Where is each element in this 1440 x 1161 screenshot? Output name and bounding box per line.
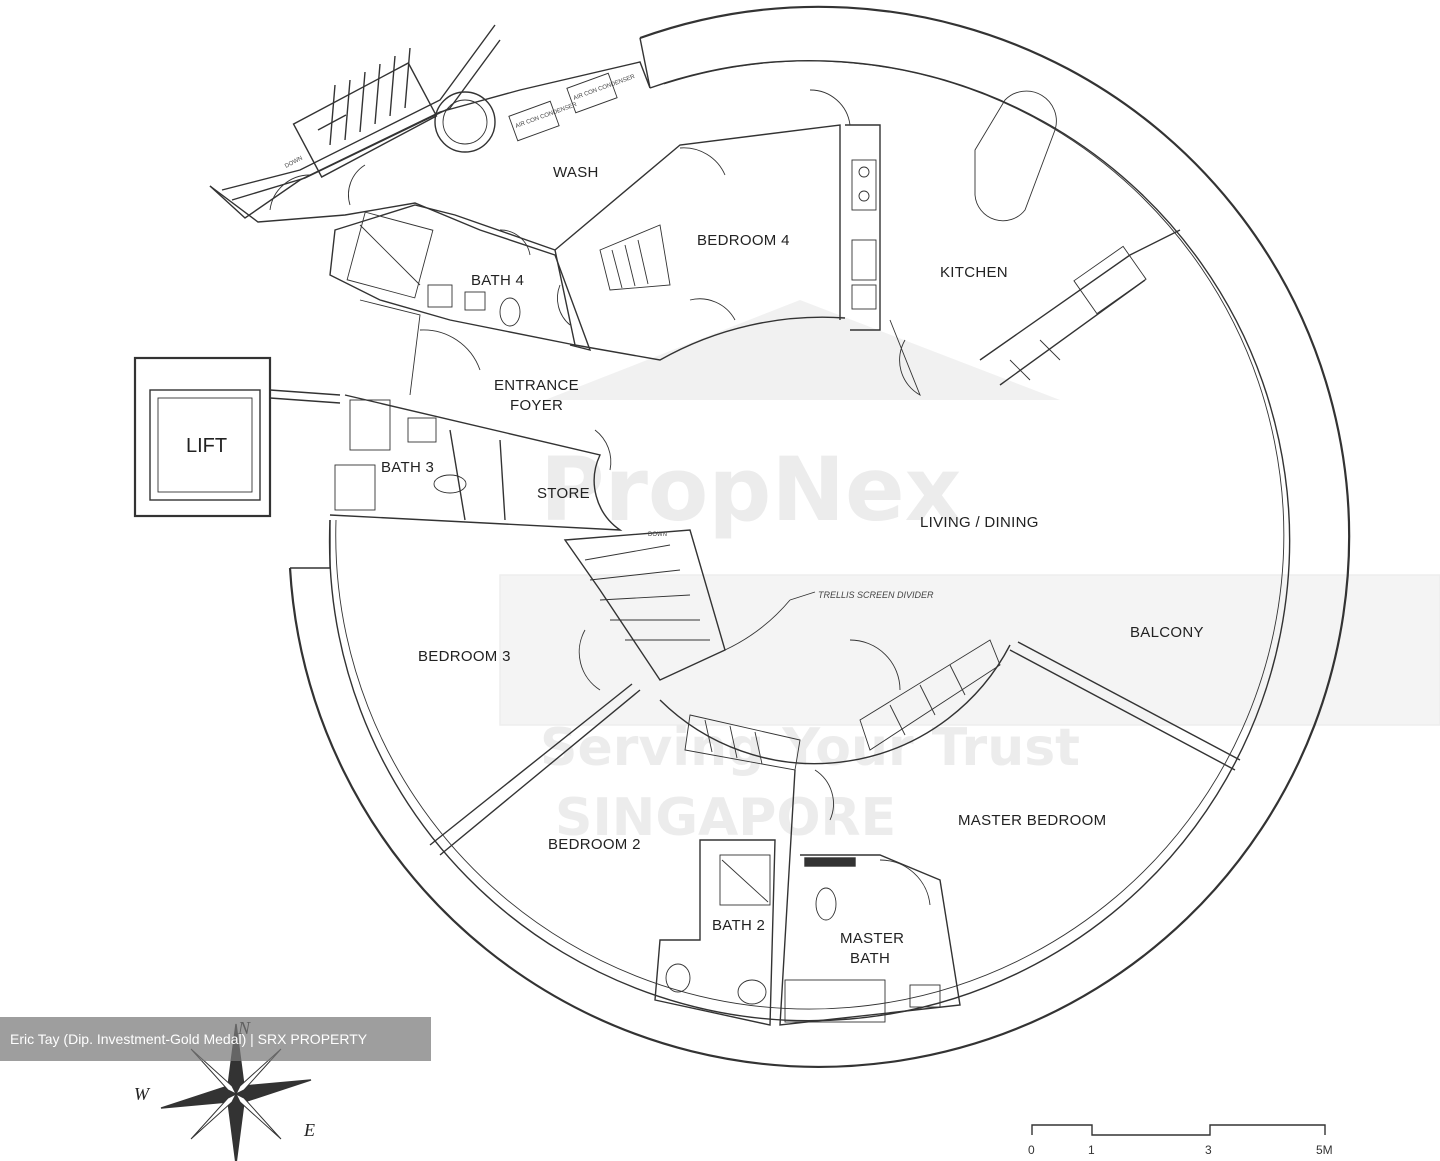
foyer-walls [329,299,623,531]
lift-block: LIFT [133,356,341,518]
wash-label: WASH [553,164,599,181]
bath2-label: BATH 2 [712,917,765,934]
bedroom3-label: BEDROOM 3 [418,648,511,665]
credit-bar: Eric Tay (Dip. Investment-Gold Medal) | … [0,1017,431,1061]
scale-tick-5m: 5M [1316,1143,1333,1157]
master-bath-label-1: MASTER [840,930,904,947]
scale-tick-1: 1 [1088,1143,1095,1157]
entrance-foyer-label-2: FOYER [510,397,563,414]
compass-west: W [134,1084,151,1104]
stair-down-label: DOWN [284,156,304,170]
bedroom-walls [429,629,1241,856]
entrance-foyer-label-1: ENTRANCE [494,377,579,394]
watermark-tagline: Serving Your Trust [540,718,1080,778]
room-labels: WASH BEDROOM 4 KITCHEN BATH 4 ENTRANCE F… [381,164,1204,967]
lift-label: LIFT [186,435,227,457]
baths-south [654,769,961,1026]
bedroom4-label: BEDROOM 4 [697,232,790,249]
bath4-label: BATH 4 [471,272,524,289]
aircon-label-2: AIR CON CONDENSER [573,74,637,102]
watermark-country: SINGAPORE [555,788,896,848]
scale-tick-0: 0 [1028,1143,1035,1157]
balcony-label: BALCONY [1130,624,1204,641]
service-wing: DOWN AIR CON CONDENSER AIR CON CONDENSER [209,24,651,352]
bath3-label: BATH 3 [381,459,434,476]
scale-bar: 0 1 3 5M [1028,1124,1333,1157]
store-label: STORE [537,485,590,502]
master-bath-label-2: BATH [850,950,890,967]
living-dining-label: LIVING / DINING [920,514,1039,531]
compass-east: E [303,1120,315,1140]
master-bedroom-label: MASTER BEDROOM [958,812,1106,829]
inner-stair-down-label: DOWN [648,532,667,538]
bedroom2-label: BEDROOM 2 [548,836,641,853]
bath4-fixtures [329,204,576,346]
inner-stair: DOWN TRELLIS SCREEN DIVIDER [563,529,934,681]
bedroom4-walls [554,89,851,361]
watermark-brand: PropNex [540,438,961,541]
kitchen-fixtures [845,90,1181,397]
kitchen-label: KITCHEN [940,264,1008,281]
aircon-label-1: AIR CON CONDENSER [515,102,579,130]
scale-tick-3: 3 [1205,1143,1212,1157]
watermark: PropNex Serving Your Trust SINGAPORE [499,300,1440,848]
outer-walls [288,5,1351,1068]
trellis-label: TRELLIS SCREEN DIVIDER [818,590,934,600]
